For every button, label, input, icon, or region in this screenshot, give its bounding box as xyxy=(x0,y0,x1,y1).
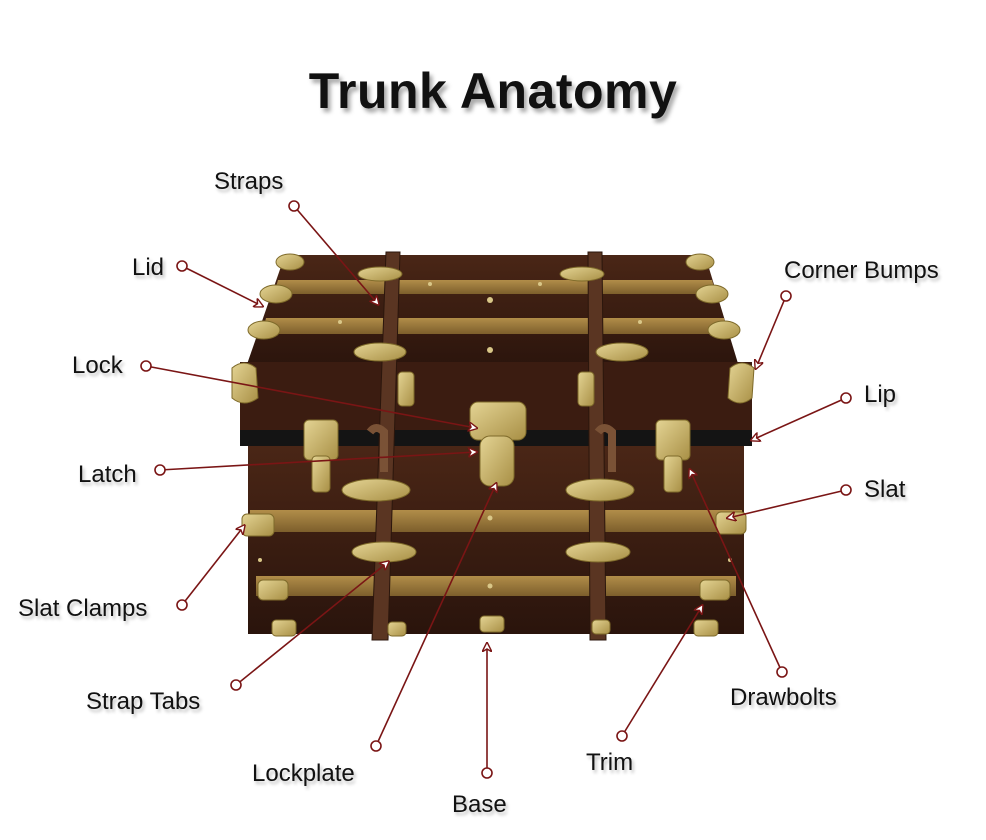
label-trim: Trim xyxy=(586,751,633,775)
label-strap-tabs: Strap Tabs xyxy=(86,690,200,714)
label-lip: Lip xyxy=(864,383,896,407)
label-drawbolts: Drawbolts xyxy=(730,686,837,710)
trunk-image xyxy=(232,252,754,640)
label-straps: Straps xyxy=(214,170,283,194)
label-slat-clamps: Slat Clamps xyxy=(18,597,147,621)
arrow-lid xyxy=(182,266,262,306)
arrow-slat-clamps xyxy=(182,526,244,605)
label-lockplate: Lockplate xyxy=(252,762,355,786)
label-slat: Slat xyxy=(864,478,905,502)
label-base: Base xyxy=(452,793,507,817)
label-lid: Lid xyxy=(132,256,164,280)
arrow-lip xyxy=(752,398,846,440)
label-latch: Latch xyxy=(78,463,137,487)
arrow-corner-bumps xyxy=(756,296,786,368)
label-corner-bumps: Corner Bumps xyxy=(784,259,939,283)
arrow-slat xyxy=(728,490,846,518)
label-lock: Lock xyxy=(72,354,123,378)
